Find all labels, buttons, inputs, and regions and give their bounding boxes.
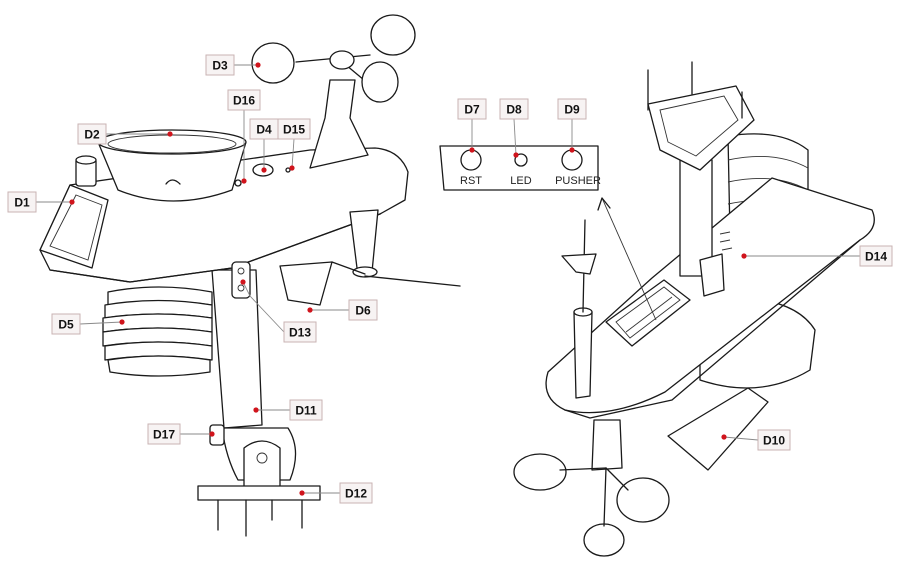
rst-label: RST <box>460 175 482 187</box>
label-text-d3: D3 <box>212 59 228 73</box>
label-box <box>205 54 235 76</box>
callout-dot <box>289 165 295 171</box>
label-box <box>277 118 311 140</box>
label-box <box>348 299 378 321</box>
label-box <box>289 399 323 421</box>
callout-d1: D1 <box>7 191 75 213</box>
label-text-d1: D1 <box>14 196 30 210</box>
label-text-d8: D8 <box>506 103 522 117</box>
label-text-d11: D11 <box>295 404 317 418</box>
label-box <box>77 123 107 145</box>
callout-d10: D10 <box>721 429 791 451</box>
button-panel: RST LED PUSHER <box>439 145 601 191</box>
callout-d7: D7 <box>457 98 487 153</box>
anemometer <box>251 14 416 103</box>
label-box <box>283 321 317 343</box>
callout-d13: D13 <box>240 279 317 343</box>
callout-dot <box>721 434 727 440</box>
pusher-button <box>561 149 583 171</box>
label-box <box>457 98 487 120</box>
callout-dot <box>299 490 305 496</box>
leader-line <box>291 138 295 169</box>
leader-line <box>79 321 123 325</box>
left-sensor-drawing <box>39 14 461 537</box>
label-text-d2: D2 <box>84 128 100 142</box>
pusher-label: PUSHER <box>555 175 601 187</box>
callout-d11: D11 <box>253 399 323 421</box>
label-box <box>51 313 81 335</box>
callout-d16: D16 <box>227 89 261 184</box>
callout-d15: D15 <box>277 118 311 171</box>
label-box <box>859 245 893 267</box>
callout-dot <box>469 147 475 153</box>
callout-d8: D8 <box>499 98 529 158</box>
label-box <box>7 191 37 213</box>
label-text-d10: D10 <box>763 434 785 448</box>
callout-dot <box>119 319 125 325</box>
callout-dot <box>240 279 246 285</box>
callout-dot <box>69 199 75 205</box>
callout-dot <box>167 131 173 137</box>
label-text-d12: D12 <box>345 487 367 501</box>
battery-cover <box>667 387 769 471</box>
callout-dot <box>569 147 575 153</box>
label-text-d15: D15 <box>283 123 305 137</box>
label-text-d17: D17 <box>153 428 175 442</box>
callout-dot <box>307 307 313 313</box>
label-box <box>557 98 587 120</box>
callout-d17: D17 <box>147 423 215 445</box>
callout-d2: D2 <box>77 123 173 145</box>
callout-dot <box>741 253 747 259</box>
right-sensor-drawing <box>513 61 875 557</box>
callout-dot <box>241 178 247 184</box>
label-text-d5: D5 <box>58 318 74 332</box>
label-text-d14: D14 <box>865 250 887 264</box>
radiation-shield <box>102 286 213 377</box>
rst-button <box>460 149 482 171</box>
leader-line <box>513 118 517 156</box>
callout-dot <box>255 62 261 68</box>
callout-d5: D5 <box>51 313 125 335</box>
callout-d6: D6 <box>307 299 378 321</box>
callout-dot <box>261 167 267 173</box>
callout-dot <box>253 407 259 413</box>
callout-dot <box>209 431 215 437</box>
label-text-d16: D16 <box>233 94 255 108</box>
led-indicator <box>514 153 528 167</box>
label-box <box>757 429 791 451</box>
label-box <box>227 89 261 111</box>
leader-line <box>723 436 759 441</box>
wind-vane <box>279 209 461 306</box>
rain-funnel <box>97 129 247 202</box>
callout-d3: D3 <box>205 54 261 76</box>
callout-dot <box>513 152 519 158</box>
label-box <box>147 423 181 445</box>
callout-d12: D12 <box>299 482 373 504</box>
label-text-d9: D9 <box>564 103 580 117</box>
callout-d9: D9 <box>557 98 587 153</box>
leader-line <box>242 281 285 333</box>
led-label: LED <box>510 175 531 187</box>
label-text-d7: D7 <box>464 103 480 117</box>
label-text-d4: D4 <box>256 123 272 137</box>
label-box <box>499 98 529 120</box>
label-text-d13: D13 <box>289 326 311 340</box>
label-box <box>339 482 373 504</box>
callout-d14: D14 <box>741 245 893 267</box>
label-text-d6: D6 <box>355 304 371 318</box>
